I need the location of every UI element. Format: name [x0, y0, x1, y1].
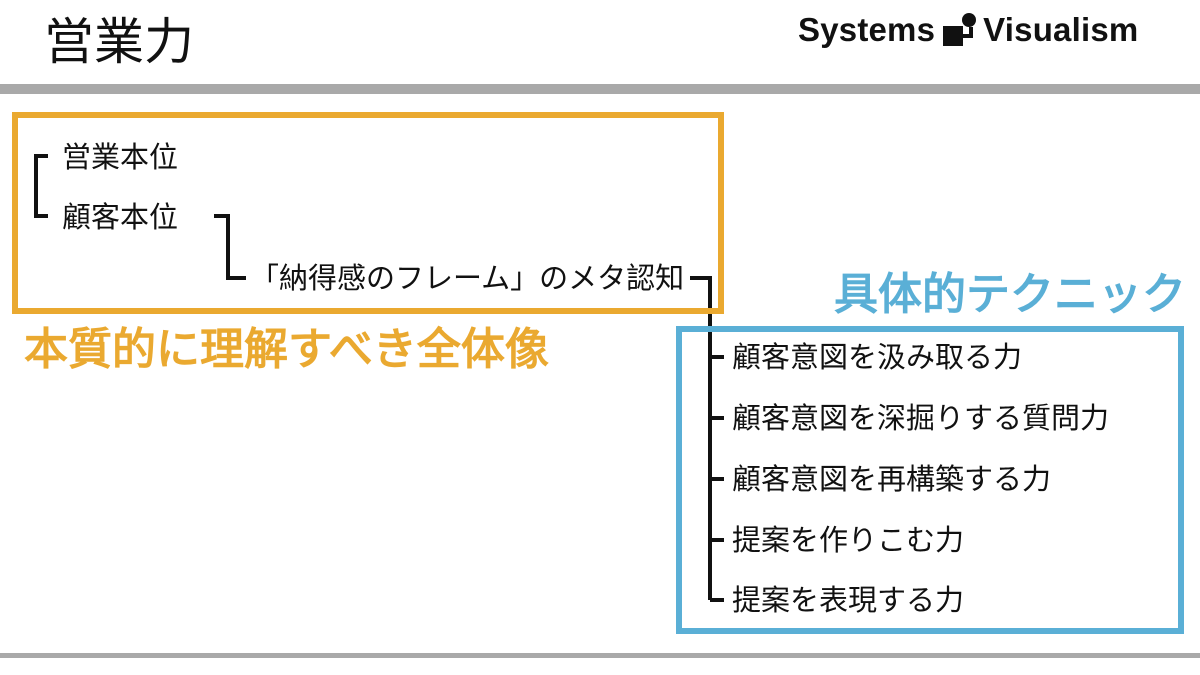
connector-essence-bracket [34, 154, 48, 218]
systems-visualism-logo-icon [943, 13, 977, 46]
brand-name-left: Systems [798, 11, 936, 48]
connector-meta-to-techniques [690, 276, 712, 600]
connector-customer-to-meta [214, 214, 246, 280]
techniques-frame [676, 326, 1184, 634]
node-customer-oriented: 顧客本位 [62, 200, 179, 234]
tech-item-reconstruct-intent: 顧客意図を再構築する力 [732, 462, 1052, 496]
node-sales-oriented: 営業本位 [62, 140, 179, 174]
header-divider [0, 84, 1200, 94]
techniques-heading: 具体的テクニック [834, 269, 1186, 320]
tech-item-capture-intent: 顧客意図を汲み取る力 [732, 340, 1023, 374]
tech-item-questioning: 顧客意図を深掘りする質問力 [732, 401, 1110, 435]
node-meta-cognition: 「納得感のフレーム」のメタ認知 [250, 261, 685, 295]
brand-name-right: Visualism [983, 11, 1139, 48]
essence-heading: 本質的に理解すべき全体像 [24, 324, 549, 375]
footer-divider [0, 653, 1200, 658]
essence-frame [12, 112, 724, 314]
brand-logo: Systems Visualism [798, 8, 1138, 52]
page-title: 営業力 [44, 13, 194, 71]
tech-item-craft-proposal: 提案を作りこむ力 [732, 523, 965, 557]
tech-item-express-proposal: 提案を表現する力 [732, 583, 965, 617]
